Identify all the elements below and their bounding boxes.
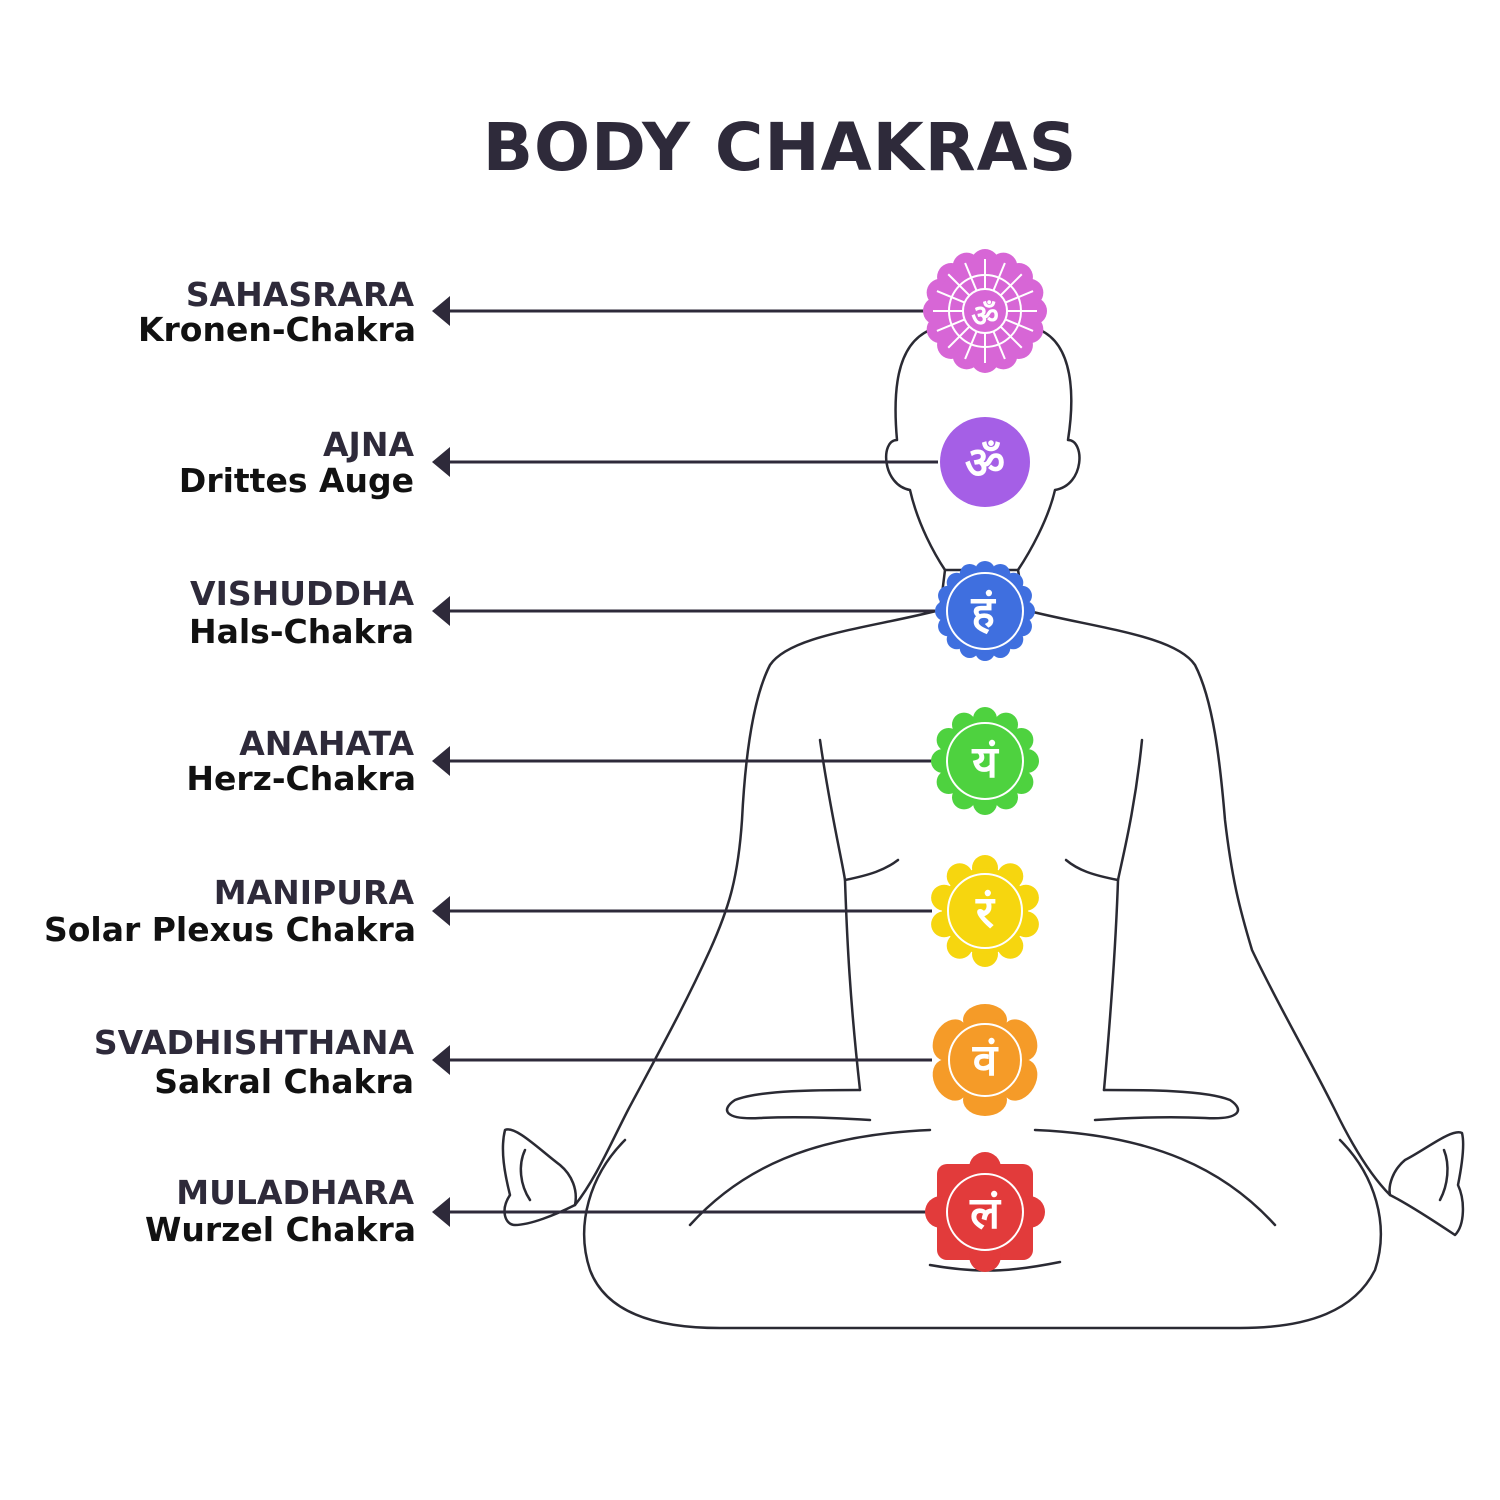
lotus-vein bbox=[947, 325, 971, 349]
chakra-sanskrit-name: MULADHARA bbox=[176, 1173, 414, 1212]
lotus-vein bbox=[964, 330, 978, 360]
page-title: BODY CHAKRAS bbox=[483, 109, 1078, 186]
lotus-vein bbox=[936, 290, 966, 304]
chakra-german-name: Hals-Chakra bbox=[189, 612, 414, 651]
chakra-labels: SAHASRARA Kronen-Chakra AJNA Drittes Aug… bbox=[44, 275, 416, 1249]
svadhishthana-lotus-icon bbox=[932, 1004, 1038, 1116]
lotus-vein bbox=[992, 330, 1006, 360]
arrowhead-icon bbox=[432, 746, 450, 776]
lotus-center bbox=[962, 288, 1008, 334]
chakra-symbol: वं bbox=[972, 1035, 999, 1086]
chakra-sanskrit-name: VISHUDDHA bbox=[190, 574, 414, 613]
chakra-symbol: रं bbox=[975, 887, 996, 938]
lotus-vein bbox=[1004, 290, 1034, 304]
vishuddha-lotus-icon bbox=[935, 561, 1035, 661]
arrowhead-icon bbox=[432, 1197, 450, 1227]
arrowhead-icon bbox=[432, 296, 450, 326]
chakra-german-name: Herz-Chakra bbox=[186, 759, 416, 798]
chakra-german-name: Solar Plexus Chakra bbox=[44, 910, 416, 949]
chakra-ring bbox=[946, 1173, 1024, 1251]
chakra-ring bbox=[948, 1023, 1022, 1097]
lotus-vein bbox=[936, 318, 966, 332]
lotus-vein bbox=[992, 262, 1006, 292]
chakra-german-name: Wurzel Chakra bbox=[145, 1210, 416, 1249]
anahata-lotus-icon bbox=[931, 707, 1039, 815]
chakra-symbol: यं bbox=[971, 737, 999, 788]
lotus-vein bbox=[947, 273, 971, 297]
ajna-circle-icon bbox=[940, 417, 1030, 507]
chakra-german-name: Drittes Auge bbox=[179, 461, 414, 500]
chakra-symbols: ॐ ॐ हं यं रं वं लं bbox=[965, 299, 1005, 1239]
meditating-figure-outline bbox=[501, 328, 1465, 1330]
chakra-ring bbox=[947, 873, 1023, 949]
lotus-vein bbox=[999, 273, 1023, 297]
sahasrara-lotus-icon bbox=[923, 249, 1047, 373]
chakra-sanskrit-name: AJNA bbox=[323, 425, 414, 464]
chakra-ring bbox=[946, 572, 1024, 650]
arrowhead-icon bbox=[432, 1045, 450, 1075]
lotus-vein bbox=[999, 325, 1023, 349]
chakra-ring bbox=[946, 722, 1024, 800]
arrowhead-icon bbox=[432, 596, 450, 626]
chakra-symbol: ॐ bbox=[971, 299, 998, 334]
chakra-symbol: हं bbox=[970, 587, 996, 638]
manipura-lotus-icon bbox=[931, 855, 1039, 967]
chakra-german-name: Sakral Chakra bbox=[154, 1062, 414, 1101]
lotus-ring bbox=[948, 274, 1022, 348]
muladhara-lotus-icon bbox=[925, 1152, 1045, 1272]
chakra-symbol: लं bbox=[969, 1188, 1002, 1239]
arrowhead-icon bbox=[432, 896, 450, 926]
chakra-german-name: Kronen-Chakra bbox=[138, 310, 416, 349]
lotus-vein bbox=[964, 262, 978, 292]
chakra-sanskrit-name: SVADHISHTHANA bbox=[94, 1023, 415, 1062]
chakra-sanskrit-name: ANAHATA bbox=[239, 724, 414, 763]
arrowhead-icon bbox=[432, 447, 450, 477]
chakra-sanskrit-name: SAHASRARA bbox=[186, 275, 415, 314]
chakra-rows bbox=[432, 249, 1047, 1272]
lotus-vein bbox=[1004, 318, 1034, 332]
chakra-disc bbox=[940, 417, 1030, 507]
chakra-sanskrit-name: MANIPURA bbox=[214, 873, 415, 912]
chakra-symbol: ॐ bbox=[965, 438, 1005, 489]
